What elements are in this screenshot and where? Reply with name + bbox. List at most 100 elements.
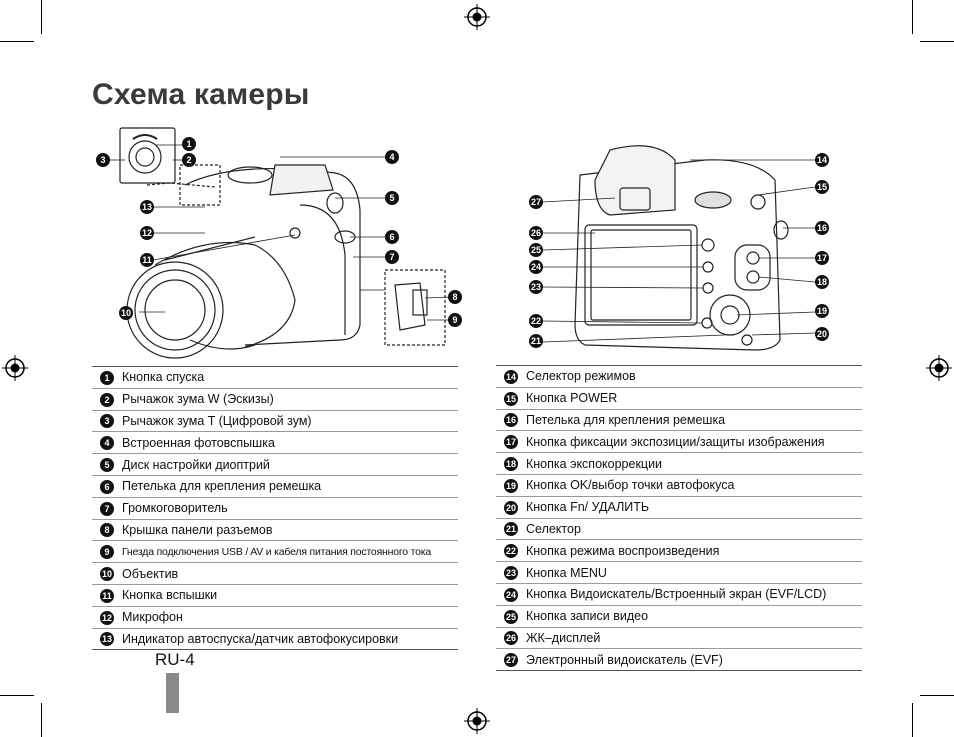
crop-mark: [920, 41, 954, 42]
table-row: 14 Селектор режимов: [496, 365, 862, 388]
item-label: Селектор: [526, 517, 862, 540]
item-label: Петелька для крепления ремешка: [122, 474, 458, 498]
table-row: 13 Индикатор автоспуска/датчик автофокуси…: [92, 627, 458, 651]
table-row: 17 Кнопка фиксации экспозиции/защиты изоб…: [496, 430, 862, 453]
callout-badge: 27: [529, 195, 543, 209]
item-number: 26: [504, 631, 518, 646]
callout-badge: 5: [385, 191, 399, 205]
callout-badge: 25: [529, 243, 543, 257]
item-number: 18: [504, 457, 518, 472]
item-number: 4: [100, 436, 114, 451]
item-label: Рычажок зума T (Цифровой зум): [122, 409, 458, 432]
item-label: Индикатор автоспуска/датчик автофокусиро…: [122, 627, 458, 651]
item-number: 22: [504, 544, 518, 559]
item-number: 23: [504, 566, 518, 581]
item-label: Кнопка записи видео: [526, 604, 862, 628]
item-label: Рычажок зума W (Эскизы): [122, 387, 458, 411]
item-label: Кнопка вспышки: [122, 583, 458, 607]
callout-badge: 21: [529, 334, 543, 348]
crop-mark: [0, 695, 34, 696]
callout-badge: 2: [182, 153, 196, 167]
page-title: Схема камеры: [92, 78, 310, 111]
registration-mark-top: [464, 4, 490, 30]
item-number: 8: [100, 523, 114, 538]
callout-badge: 1: [182, 137, 196, 151]
crop-mark: [41, 703, 42, 737]
callout-badge: 8: [448, 290, 462, 304]
table-row: 8 Крышка панели разъемов: [92, 518, 458, 541]
crop-mark: [920, 695, 954, 696]
item-label: Кнопка режима воспроизведения: [526, 539, 862, 562]
item-number: 20: [504, 500, 518, 515]
callout-badge: 3: [96, 153, 110, 167]
item-number: 1: [100, 370, 114, 385]
item-number: 5: [100, 458, 114, 473]
item-number: 3: [100, 414, 114, 429]
item-number: 16: [504, 413, 518, 428]
table-row: 26 ЖК–дисплей: [496, 626, 862, 649]
table-row: 27 Электронный видоискатель (EVF): [496, 648, 862, 672]
callout-badge: 17: [815, 251, 829, 265]
item-label: Диск настройки диоптрий: [122, 453, 458, 476]
camera-front-illustration: [110, 127, 451, 359]
item-number: 13: [100, 632, 114, 647]
callout-badge: 18: [815, 275, 829, 289]
callout-badge: 13: [140, 200, 154, 214]
table-row: 16 Петелька для крепления ремешка: [496, 408, 862, 431]
table-row: 2 Рычажок зума W (Эскизы): [92, 387, 458, 411]
item-number: 19: [504, 478, 518, 493]
item-label: Электронный видоискатель (EVF): [526, 648, 862, 672]
item-number: 25: [504, 609, 518, 624]
item-number: 14: [504, 369, 518, 384]
table-row: 22 Кнопка режима воспроизведения: [496, 539, 862, 562]
callout-badge: 22: [529, 314, 543, 328]
callout-badge: 14: [815, 153, 829, 167]
item-label: Кнопка фиксации экспозиции/защиты изобра…: [526, 430, 862, 453]
callout-badge: 11: [140, 253, 154, 267]
item-label: ЖК–дисплей: [526, 626, 862, 649]
item-number: 12: [100, 610, 114, 625]
callout-badge: 4: [385, 150, 399, 164]
item-number: 15: [504, 391, 518, 406]
crop-mark: [41, 0, 42, 34]
crop-mark: [912, 703, 913, 737]
item-label: Крышка панели разъемов: [122, 518, 458, 541]
item-number: 9: [100, 545, 114, 560]
table-row: 12 Микрофон: [92, 605, 458, 629]
item-label: Селектор режимов: [526, 365, 862, 388]
callout-badge: 26: [529, 226, 543, 240]
callout-badge: 24: [529, 260, 543, 274]
crop-mark: [0, 41, 34, 42]
callout-badge: 23: [529, 280, 543, 294]
item-label: Кнопка Fn/ УДАЛИТЬ: [526, 495, 862, 519]
callout-badge: 16: [815, 221, 829, 235]
item-label: Гнезда подключения USB / AV и кабеля пит…: [122, 540, 458, 563]
item-number: 17: [504, 435, 518, 450]
item-number: 21: [504, 522, 518, 537]
page-number: RU-4: [155, 650, 195, 669]
item-label: Кнопка Видоискатель/Встроенный экран (EV…: [526, 582, 862, 606]
callout-badge: 9: [448, 313, 462, 327]
item-label: Петелька для крепления ремешка: [526, 408, 862, 431]
table-row: 21 Селектор: [496, 517, 862, 540]
item-label: Громкоговоритель: [122, 496, 458, 520]
item-number: 27: [504, 653, 518, 668]
callout-badge: 12: [140, 226, 154, 240]
callout-badge: 15: [815, 180, 829, 194]
crop-mark: [912, 0, 913, 34]
item-number: 2: [100, 392, 114, 407]
section-tab-marker: [166, 673, 179, 713]
item-label: Микрофон: [122, 605, 458, 629]
